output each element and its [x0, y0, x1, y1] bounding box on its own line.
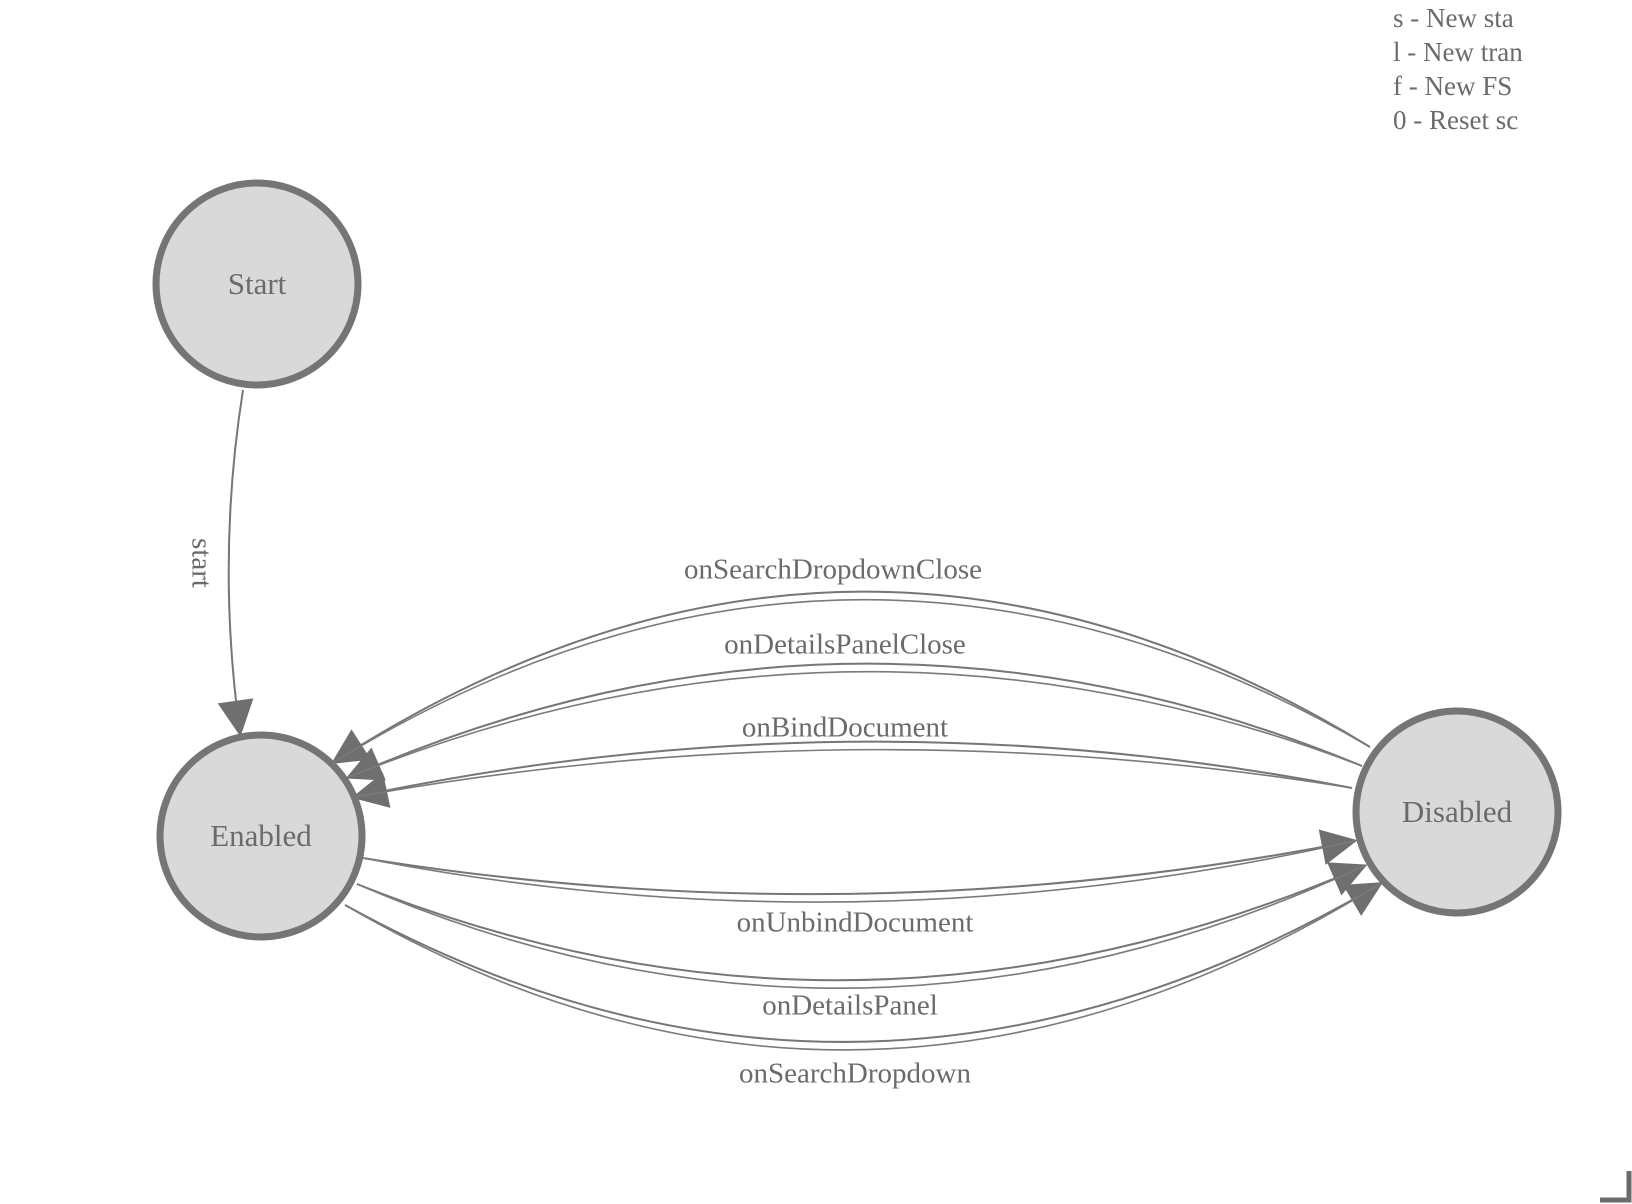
legend-line-new-fsm: f - New FS — [1393, 71, 1513, 101]
edge-onSearchDropdownClose-label[interactable]: onSearchDropdownClose — [683, 553, 983, 586]
edge-onDetailsPanel-line[interactable] — [356, 862, 1368, 982]
edge-onDetailsPanelClose-label[interactable]: onDetailsPanelClose — [724, 628, 966, 661]
state-start[interactable] — [152, 179, 362, 389]
edge-onUnbindDocument[interactable] — [362, 829, 1358, 903]
legend-line-new-state: s - New sta — [1393, 3, 1514, 33]
edge-onBindDocument-line[interactable] — [351, 740, 1353, 808]
edge-onDetailsPanelClose-line[interactable] — [345, 662, 1363, 781]
edge-onDetailsPanelClose-wrap[interactable] — [348, 670, 1363, 778]
canvas-corner-mark — [1600, 1171, 1632, 1203]
edge-onUnbindDocument-label[interactable]: onUnbindDocument — [736, 906, 974, 939]
edge-onUnbindDocument-line[interactable] — [362, 829, 1358, 896]
edge-onDetailsPanelClose[interactable] — [345, 662, 1363, 781]
edge-onBindDocument[interactable] — [351, 740, 1353, 808]
state-disabled[interactable] — [1352, 707, 1562, 917]
edge-onUnbindDocument-wrap[interactable] — [362, 840, 1355, 903]
edge-onBindDocument-wrap[interactable] — [354, 748, 1353, 798]
edge-onDetailsPanel-label[interactable]: onDetailsPanel — [762, 989, 938, 1022]
state-enabled[interactable] — [156, 731, 366, 941]
edge-onSearchDropdown-line[interactable] — [344, 882, 1384, 1043]
edge-onSearchDropdown-wrap[interactable] — [344, 883, 1381, 1051]
edge-start-label[interactable]: start — [185, 538, 218, 588]
edge-start[interactable] — [217, 389, 254, 737]
edge-onSearchDropdown-label[interactable]: onSearchDropdown — [739, 1057, 971, 1090]
legend-line-reset: 0 - Reset sc — [1393, 105, 1519, 135]
shortcut-legend: s - New sta l - New tran f - New FS 0 - … — [1393, 1, 1523, 137]
edge-onDetailsPanel-wrap[interactable] — [356, 865, 1365, 989]
edge-onSearchDropdownClose-wrap[interactable] — [333, 598, 1371, 763]
edge-onSearchDropdown[interactable] — [344, 882, 1384, 1051]
edge-onBindDocument-label[interactable]: onBindDocument — [741, 711, 949, 744]
edge-onDetailsPanel[interactable] — [356, 862, 1368, 989]
legend-line-new-transition: l - New tran — [1393, 37, 1523, 67]
edge-onSearchDropdownClose[interactable] — [330, 590, 1371, 764]
edge-onSearchDropdownClose-line[interactable] — [330, 590, 1371, 764]
